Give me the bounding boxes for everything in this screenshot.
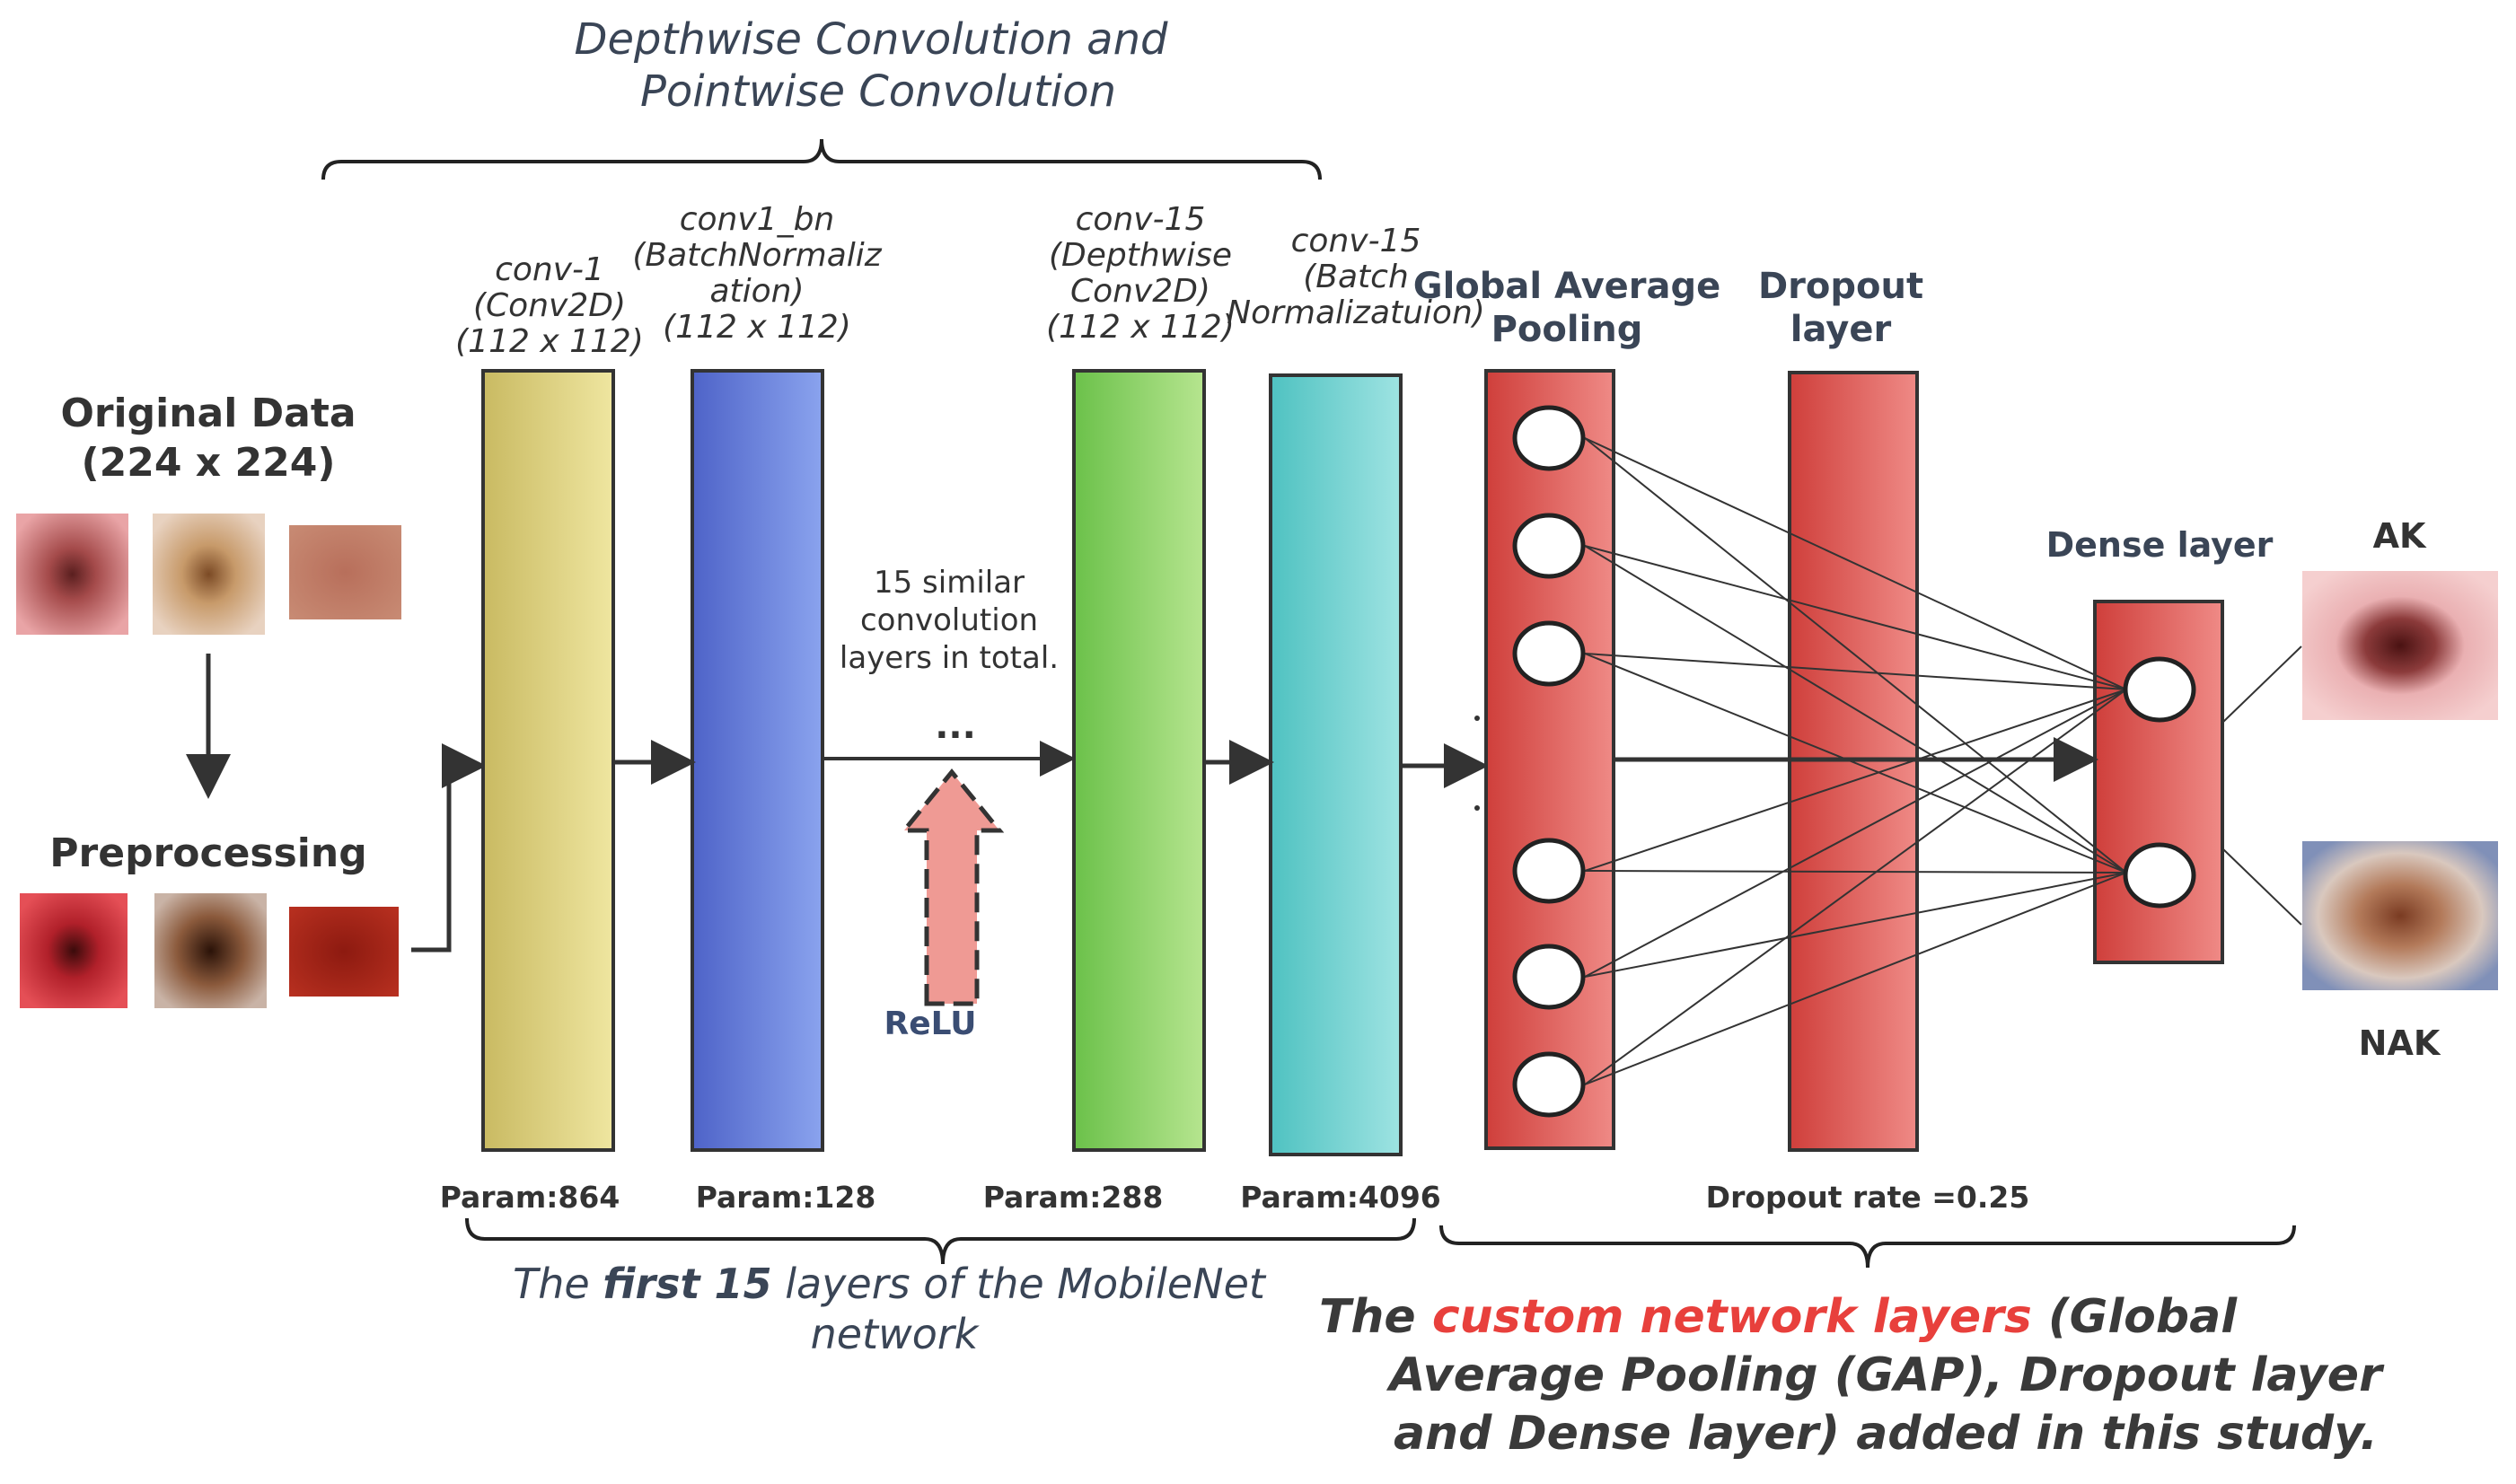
svg-text:Normalizatuion): Normalizatuion) xyxy=(1227,294,1485,331)
layer-label-bn1: conv1_bn (BatchNormaliz ation) (112 x 11… xyxy=(632,201,882,346)
gap-title-line2: Pooling xyxy=(1491,309,1643,350)
svg-text:(Depthwise: (Depthwise xyxy=(1049,237,1232,274)
bottom-left-caption-line1: The first 15 layers of the MobileNet xyxy=(513,1260,1267,1308)
bn15-layer xyxy=(1269,373,1403,1156)
svg-text:conv-15: conv-15 xyxy=(1076,201,1206,238)
bottom-brace-left xyxy=(465,1217,1416,1265)
svg-text:conv-15: conv-15 xyxy=(1291,223,1421,259)
bottom-left-caption-line2: network xyxy=(811,1310,981,1358)
ellipsis: ... xyxy=(935,706,976,747)
svg-text:conv1_bn: conv1_bn xyxy=(680,201,835,238)
dense-node xyxy=(2123,656,2196,723)
gap-dense-connections xyxy=(1584,437,2127,1085)
lesion-thumbnail-icon xyxy=(2302,571,2498,720)
lesion-thumbnail-icon xyxy=(154,893,267,1008)
layer-label-conv1: conv-1 (Conv2D) (112 x 112) xyxy=(455,251,644,360)
middle-note-line3: layers in total. xyxy=(840,640,1059,676)
param-bn15: Param:4096 xyxy=(1240,1180,1441,1215)
dense-node xyxy=(2123,842,2196,909)
svg-text:(Batch: (Batch xyxy=(1303,259,1409,295)
dropout-title-line2: layer xyxy=(1790,309,1892,350)
original-data-title-line2: (224 x 224) xyxy=(82,440,336,486)
gap-node xyxy=(1512,620,1586,687)
preprocessing-title: Preprocessing xyxy=(49,830,366,876)
svg-text:(BatchNormaliz: (BatchNormaliz xyxy=(632,237,882,274)
lesion-thumbnail-icon xyxy=(153,514,265,635)
param-bn1: Param:128 xyxy=(696,1180,876,1215)
gap-title-line1: Global Average xyxy=(1413,266,1721,307)
original-data-title-line1: Original Data xyxy=(60,391,356,436)
middle-note-line2: convolution xyxy=(860,602,1038,638)
original-images xyxy=(16,514,401,635)
output-label-nak: NAK xyxy=(2359,1023,2441,1063)
lesion-thumbnail-icon xyxy=(289,907,399,997)
dropout-title-line1: Dropout xyxy=(1758,266,1923,307)
layer-label-bn15: conv-15 (Batch Normalizatuion) xyxy=(1227,223,1485,331)
output-line-ak xyxy=(2221,645,2302,724)
conv15-layer xyxy=(1072,369,1206,1152)
bottom-right-caption-line1: The custom network layers (Global xyxy=(1319,1290,2238,1344)
gap-nodes xyxy=(1512,405,1586,1118)
param-conv15: Param:288 xyxy=(983,1180,1164,1215)
dropout-rate-label: Dropout rate =0.25 xyxy=(1706,1180,2030,1215)
input-dot xyxy=(1474,716,1480,721)
svg-text:(112 x 112): (112 x 112) xyxy=(455,323,644,360)
svg-text:(112 x 112): (112 x 112) xyxy=(1046,309,1235,346)
svg-text:ation): ation) xyxy=(709,273,804,310)
gap-node xyxy=(1512,513,1586,579)
svg-text:Conv2D): Conv2D) xyxy=(1070,273,1210,310)
svg-text:(Conv2D): (Conv2D) xyxy=(473,287,626,324)
gap-node xyxy=(1512,405,1586,471)
output-line-nak xyxy=(2221,847,2302,926)
dense-nodes xyxy=(2123,656,2196,909)
dense-title: Dense layer xyxy=(2046,525,2274,565)
output-label-ak: AK xyxy=(2373,516,2427,556)
bn1-layer xyxy=(691,369,824,1152)
dashed-up-arrow-icon xyxy=(899,768,1005,1006)
svg-text:(112 x 112): (112 x 112) xyxy=(663,309,851,346)
lesion-thumbnail-icon xyxy=(2302,841,2498,990)
input-dot xyxy=(1474,805,1480,811)
gap-node xyxy=(1512,838,1586,904)
arrow-right-icon xyxy=(411,743,487,953)
dense-layer xyxy=(2093,600,2224,964)
lesion-thumbnail-icon xyxy=(289,525,401,619)
gap-node xyxy=(1512,1051,1586,1118)
gap-layer xyxy=(1484,369,1615,1150)
top-brace xyxy=(321,138,1322,180)
conv1-layer xyxy=(481,369,615,1152)
lesion-thumbnail-icon xyxy=(20,893,128,1008)
top-caption-line1: Depthwise Convolution and xyxy=(575,14,1168,65)
layer-label-conv15: conv-15 (Depthwise Conv2D) (112 x 112) xyxy=(1046,201,1235,346)
gap-node xyxy=(1512,944,1586,1010)
bottom-brace-right xyxy=(1439,1225,2296,1269)
svg-text:conv-1: conv-1 xyxy=(495,251,604,288)
top-caption-line2: Pointwise Convolution xyxy=(640,66,1116,117)
preprocessed-images xyxy=(20,893,399,1008)
param-conv1: Param:864 xyxy=(440,1180,620,1215)
lesion-thumbnail-icon xyxy=(16,514,128,635)
bottom-right-caption-line3: and Dense layer) added in this study. xyxy=(1394,1407,2378,1461)
middle-note-line1: 15 similar xyxy=(874,565,1025,601)
relu-label: ReLU xyxy=(884,1005,976,1042)
bottom-right-caption-line2: Average Pooling (GAP), Dropout layer xyxy=(1386,1348,2385,1402)
